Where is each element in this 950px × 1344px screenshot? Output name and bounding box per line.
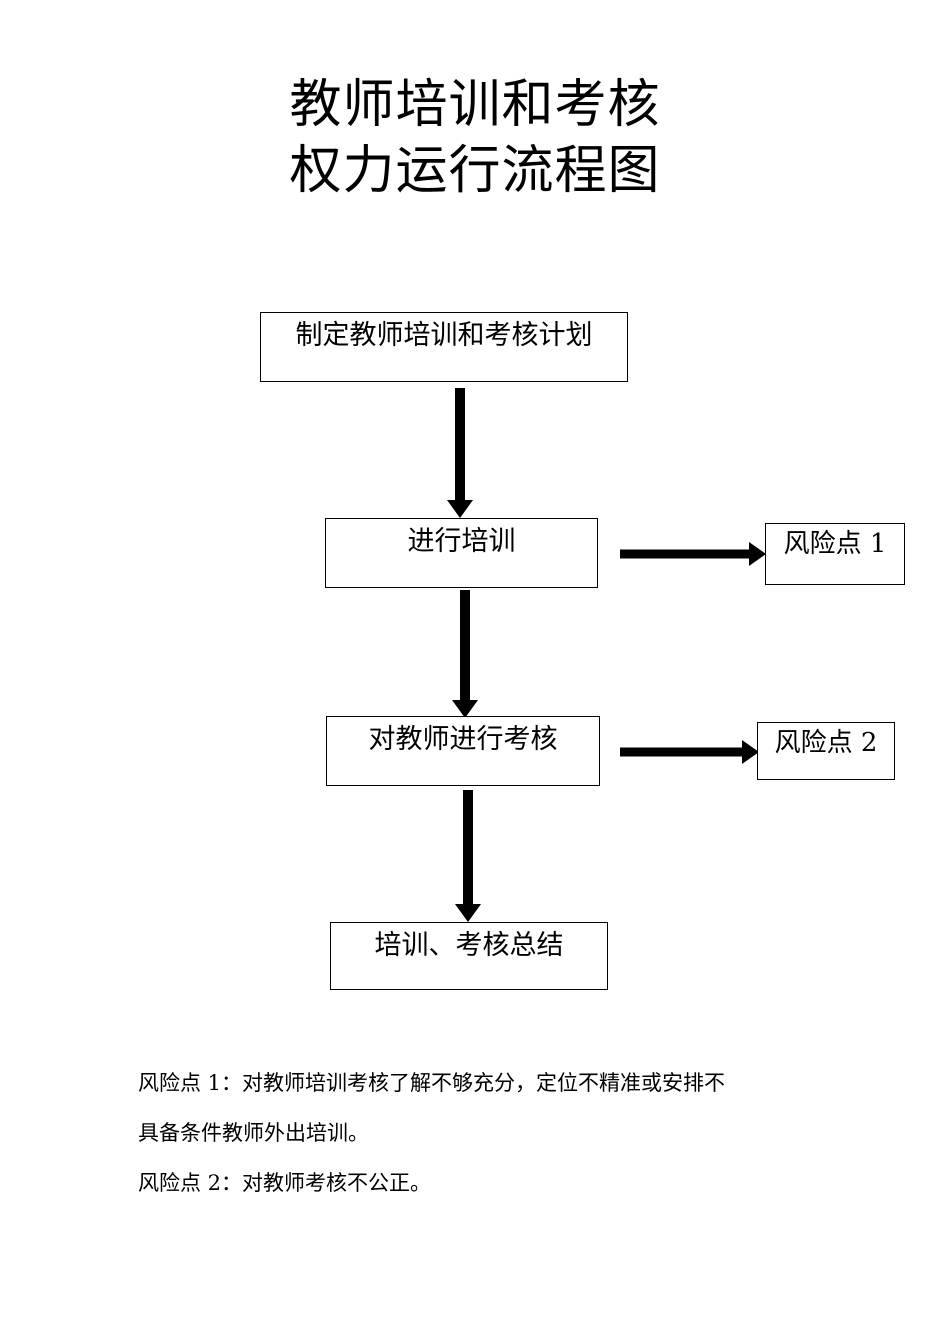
arrow-head-down-icon xyxy=(452,700,478,718)
arrow-head-right-icon xyxy=(749,542,766,566)
page-title-line-1: 教师培训和考核 xyxy=(289,75,661,135)
risk-note-line-2: 具备条件教师外出培训。 xyxy=(138,1121,369,1145)
arrow-assess-to-risk2 xyxy=(620,738,759,766)
flow-node-plan-label: 制定教师培训和考核计划 xyxy=(295,320,593,351)
arrow-head-right-icon xyxy=(742,740,759,764)
flow-node-plan: 制定教师培训和考核计划 xyxy=(260,312,628,382)
arrow-plan-to-train xyxy=(445,388,475,518)
flow-node-train: 进行培训 xyxy=(325,518,598,588)
page-title-line-2: 权力运行流程图 xyxy=(289,141,661,201)
flow-node-summary: 培训、考核总结 xyxy=(330,922,608,990)
arrow-head-down-icon xyxy=(447,500,473,518)
risk-node-1-label: 风险点 1 xyxy=(783,529,887,559)
arrow-train-to-risk1 xyxy=(620,540,766,568)
flow-node-train-label: 进行培训 xyxy=(407,526,516,557)
arrow-shaft xyxy=(463,790,473,904)
risk-note-line-3: 风险点 2：对教师考核不公正。 xyxy=(138,1171,432,1195)
flow-node-assess: 对教师进行考核 xyxy=(326,716,600,786)
arrow-train-to-assess xyxy=(450,590,480,718)
arrow-head-down-icon xyxy=(455,904,481,922)
risk-notes: 风险点 1：对教师培训考核了解不够充分，定位不精准或安排不 具备条件教师外出培训… xyxy=(138,1058,858,1208)
arrow-assess-to-summary xyxy=(453,790,483,922)
arrow-shaft xyxy=(620,747,743,757)
flow-node-summary-label: 培训、考核总结 xyxy=(374,930,564,961)
risk-node-1: 风险点 1 xyxy=(765,523,905,585)
page-title: 教师培训和考核 权力运行流程图 xyxy=(0,72,950,204)
risk-node-2-label: 风险点 2 xyxy=(774,728,878,758)
risk-node-2: 风险点 2 xyxy=(757,722,895,780)
arrow-shaft xyxy=(455,388,465,500)
arrow-shaft xyxy=(460,590,470,700)
arrow-shaft xyxy=(620,549,750,559)
risk-note-line-1: 风险点 1：对教师培训考核了解不够充分，定位不精准或安排不 xyxy=(138,1071,726,1095)
flow-node-assess-label: 对教师进行考核 xyxy=(368,724,558,755)
